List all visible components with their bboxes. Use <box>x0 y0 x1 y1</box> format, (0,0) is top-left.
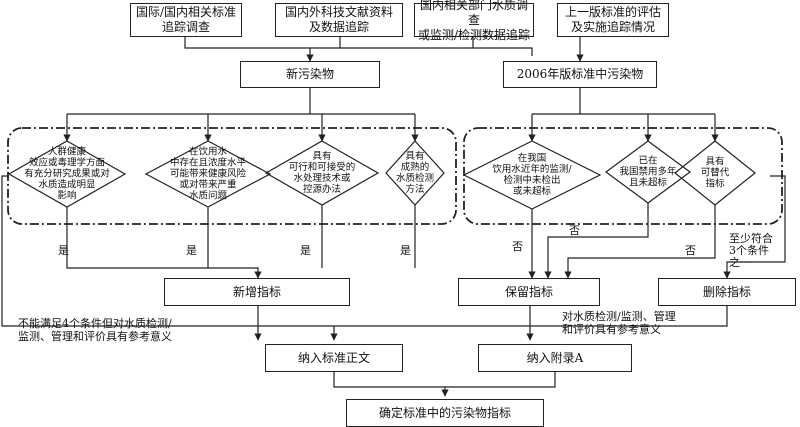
decision-text-health-risk: 在饮用水 中存在且浓度水平 可能带来健康风险 或对带来严重 水质问题 <box>169 146 247 202</box>
decision-diamond-4 <box>385 140 445 206</box>
decision-diamond-5 <box>462 140 602 210</box>
label-reference-significance-right: 对水质检测/监测、管理 和评价具有参考意义 <box>562 310 676 336</box>
delete-indicator-box: 删除指标 <box>658 278 796 306</box>
label-no-1: 否 <box>512 240 523 253</box>
label-no-2: 否 <box>569 224 580 237</box>
decision-text-health-effect: 人群健康 效应或毒理学方面 有充分研究成果或对 水质造成明显 影响 <box>24 146 110 202</box>
appendix-a-box: 纳入附录A <box>478 344 632 372</box>
decision-text-substitute: 具有 可替代 指标 <box>700 156 730 190</box>
label-reference-significance-left: 不能满足4个条件但对水质检测/ 监测、管理和评价具有参考意义 <box>18 317 172 343</box>
decision-diamond-6 <box>604 140 692 204</box>
decision-text-detection-method: 具有 成熟的 水质检测 方法 <box>395 151 435 195</box>
decision-diamond-3 <box>264 140 380 206</box>
source-box-literature: 国内外科技文献资料 及数据追踪 <box>275 3 403 37</box>
source-box-monitoring: 国内相关部门水质调查 或监测/检测数据追踪 <box>414 0 534 42</box>
decision-diamond-2 <box>144 140 272 208</box>
label-at-least-three: 至少符合 3个条件 之一 <box>729 232 773 269</box>
label-yes-1: 是 <box>58 244 69 257</box>
label-yes-2: 是 <box>186 244 197 257</box>
label-yes-4: 是 <box>400 244 411 257</box>
decision-text-not-detected: 在我国 饮用水近年的监测/ 检测中未检出 或未超标 <box>492 153 572 197</box>
label-yes-3: 是 <box>300 244 311 257</box>
std-2006-pollutants-box: 2006年版标准中污染物 <box>503 61 657 88</box>
final-indicators-box: 确定标准中的污染物指标 <box>346 399 544 427</box>
decision-diamond-1 <box>7 140 127 208</box>
decision-diamond-7 <box>674 140 756 206</box>
decision-text-treatment: 具有 可行和可接受的 水处理技术或 控源办法 <box>288 151 356 195</box>
source-box-standards: 国际/国内相关标准 追踪调查 <box>130 3 242 37</box>
add-indicator-box: 新增指标 <box>164 278 350 306</box>
standard-body-box: 纳入标准正文 <box>265 344 403 372</box>
decision-text-banned: 已在 我国禁用多年 且未超标 <box>619 155 677 189</box>
keep-indicator-box: 保留指标 <box>458 278 600 306</box>
label-no-3: 否 <box>685 244 696 257</box>
new-pollutants-box: 新污染物 <box>240 61 380 88</box>
source-box-previous-standard: 上一版标准的评估 及实施追踪情况 <box>557 3 669 37</box>
